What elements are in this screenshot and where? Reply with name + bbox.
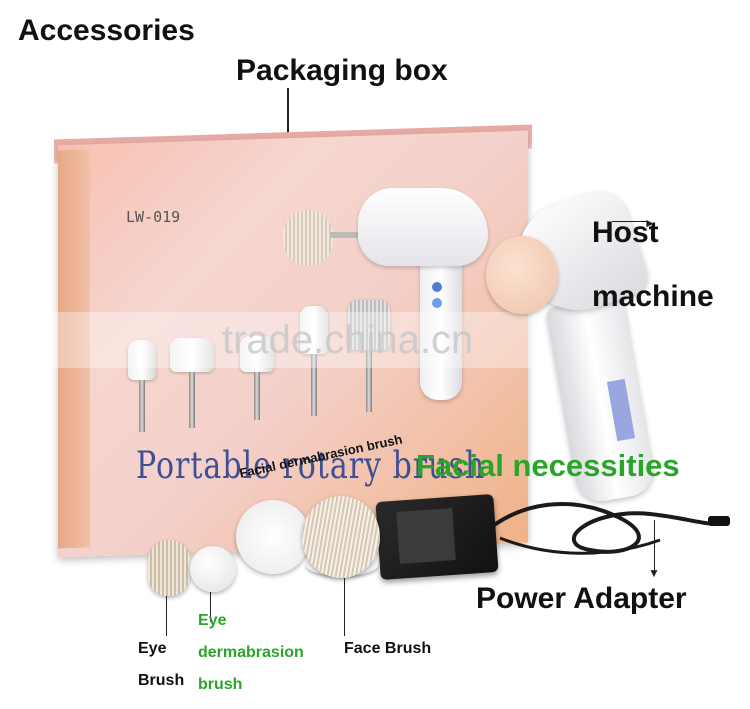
eye-brush-label: Eye — [138, 640, 167, 657]
arrow-down-icon: ▼ — [648, 566, 660, 580]
face-brush-pointer — [344, 578, 345, 636]
box-device-button — [432, 282, 442, 292]
box-attachment — [348, 300, 390, 350]
box-product-name: Portable rotary brush — [136, 444, 486, 488]
eye-dermabrasion-brush-label: Eye — [198, 612, 227, 629]
box-device-handle — [420, 255, 462, 400]
box-attachment-pin — [311, 354, 317, 416]
watermark-text: trade.china.cn — [222, 318, 474, 362]
eye-dermabrasion-brush-label-line2: dermabrasion — [198, 644, 304, 661]
face-brush-label: Face Brush — [344, 640, 432, 657]
box-brush-shaft — [330, 232, 362, 238]
packaging-box-pointer — [287, 88, 289, 138]
packaging-box-label: Packaging box — [236, 54, 448, 87]
host-pointer — [612, 221, 648, 222]
arrow-right-icon: ► — [644, 216, 656, 230]
box-attachment-pin — [139, 380, 145, 432]
power-adapter-label-plate — [396, 508, 456, 564]
power-cable — [488, 502, 729, 555]
eye-dermabrasion-brush-label-line3: brush — [198, 676, 243, 693]
box-attachment-pin — [254, 372, 260, 420]
power-adapter-pointer — [654, 520, 655, 574]
eye-brush — [148, 540, 190, 596]
eye-dermabrasion-pointer — [210, 592, 211, 622]
box-attachment-pin — [366, 350, 372, 412]
box-model-code: LW-019 — [126, 208, 181, 226]
face-brush — [302, 496, 380, 578]
box-attachment — [128, 340, 156, 380]
box-attachment — [170, 338, 214, 372]
eye-brush-pointer — [166, 596, 167, 636]
box-device-button — [432, 298, 442, 308]
power-adapter-label: Power Adapter — [476, 582, 687, 615]
box-device-body — [358, 188, 488, 266]
accessories-title: Accessories — [18, 14, 195, 47]
eye-dermabrasion-brush — [190, 546, 236, 592]
host-machine-label-line2: machine — [592, 280, 714, 313]
power-plug — [708, 516, 730, 526]
eye-brush-label-line2: Brush — [138, 672, 185, 689]
box-attachment — [240, 336, 274, 372]
host-machine-brush-head — [486, 236, 558, 314]
box-brush-head — [283, 210, 333, 266]
box-attachment-pin — [189, 372, 195, 428]
box-attachment — [300, 306, 328, 354]
facial-dermabrasion-brush — [236, 500, 310, 574]
facial-necessities-label: Facial necessities — [416, 448, 680, 483]
